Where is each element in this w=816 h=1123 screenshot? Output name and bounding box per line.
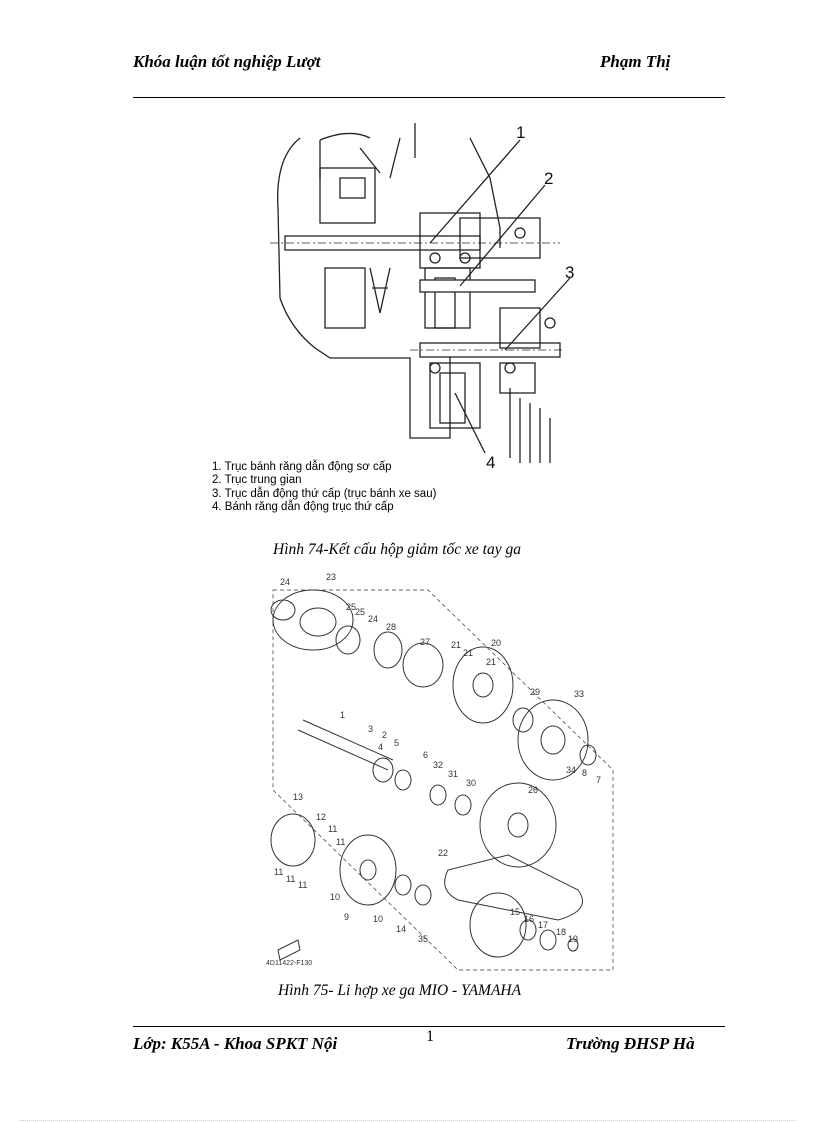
part-label: 2 (382, 730, 387, 740)
part-label: 30 (466, 778, 476, 788)
part-label: 11 (298, 880, 307, 890)
page-edge-divider (20, 1120, 796, 1121)
part-label: 34 (566, 765, 576, 775)
part-label: 19 (568, 934, 578, 944)
callout-2: 2 (544, 169, 553, 188)
part-label: 9 (344, 912, 349, 922)
part-label: 29 (530, 687, 540, 697)
legend-item: 3. Trục dẫn động thứ cấp (trục bánh xe s… (212, 487, 437, 500)
figure-legend: 1. Trục bánh răng dẫn động sơ cấp 2. Trụ… (212, 461, 436, 514)
part-label: 25 (346, 602, 356, 612)
callout-4: 4 (486, 453, 495, 472)
page-number: 1 (426, 1028, 434, 1045)
part-label: 22 (438, 848, 448, 858)
legend-item: 2. Trục trung gian (212, 474, 302, 487)
header-author: Phạm Thị (600, 52, 671, 71)
part-label: 27 (420, 637, 430, 647)
callout-3: 3 (565, 263, 574, 282)
part-label: 12 (316, 812, 326, 822)
part-label: 11 (336, 837, 345, 847)
part-label: 1 (340, 710, 345, 720)
legend-item: 1. Trục bánh răng dẫn động sơ cấp (212, 461, 392, 473)
part-label: 17 (538, 920, 548, 930)
part-label: 15 (510, 907, 520, 917)
footer-rule (133, 1026, 725, 1027)
part-label: 21 (463, 648, 473, 658)
clutch-exploded-diagram: 24 23 25 25 24 28 27 21 21 21 20 29 33 1… (258, 570, 618, 975)
part-label: 18 (556, 927, 566, 937)
legend-item: 4. Bánh răng dẫn động trục thứ cấp (212, 500, 394, 513)
footer-university: Trường ĐHSP Hà (566, 1034, 695, 1053)
part-label: 20 (491, 638, 501, 648)
part-label: 31 (448, 769, 458, 779)
part-label: 3 (368, 724, 373, 734)
part-label: 11 (274, 867, 283, 877)
part-label: 33 (574, 689, 584, 699)
part-label: 32 (433, 760, 443, 770)
part-label: 14 (396, 924, 406, 934)
callout-1: 1 (516, 123, 525, 142)
part-label: 10 (330, 892, 340, 902)
part-label: 6 (423, 750, 428, 760)
part-label: 23 (326, 572, 336, 582)
figure-caption-75: Hình 75- Li hợp xe ga MIO - YAMAHA (278, 982, 522, 999)
part-label: 4 (378, 742, 383, 752)
part-label: 28 (386, 622, 396, 632)
part-label: 7 (596, 775, 601, 785)
footer-class-info: Lớp: K55A - Khoa SPKT Nội (133, 1034, 338, 1053)
part-label: 13 (293, 792, 303, 802)
part-label: 8 (582, 768, 587, 778)
header-rule (133, 97, 725, 98)
gearbox-cross-section-figure: 1 2 3 4 (260, 118, 574, 472)
part-label: 25 (355, 607, 365, 617)
part-label: 24 (368, 614, 378, 624)
part-label: 21 (486, 657, 496, 667)
part-label: 21 (451, 640, 461, 650)
part-label: 11 (286, 874, 295, 884)
part-label: 5 (394, 738, 399, 748)
part-label: 16 (524, 914, 534, 924)
drawing-code: 4D11422-F130 (266, 960, 312, 967)
header-left-title: Khóa luận tốt nghiệp Lượt (133, 52, 321, 71)
figure-caption-74: Hình 74-Kết cấu hộp giảm tốc xe tay ga (273, 541, 521, 558)
part-label: 24 (280, 577, 290, 587)
part-label: 11 (328, 824, 337, 834)
part-label: 35 (418, 934, 428, 944)
part-label: 26 (528, 785, 538, 795)
part-label: 10 (373, 914, 383, 924)
